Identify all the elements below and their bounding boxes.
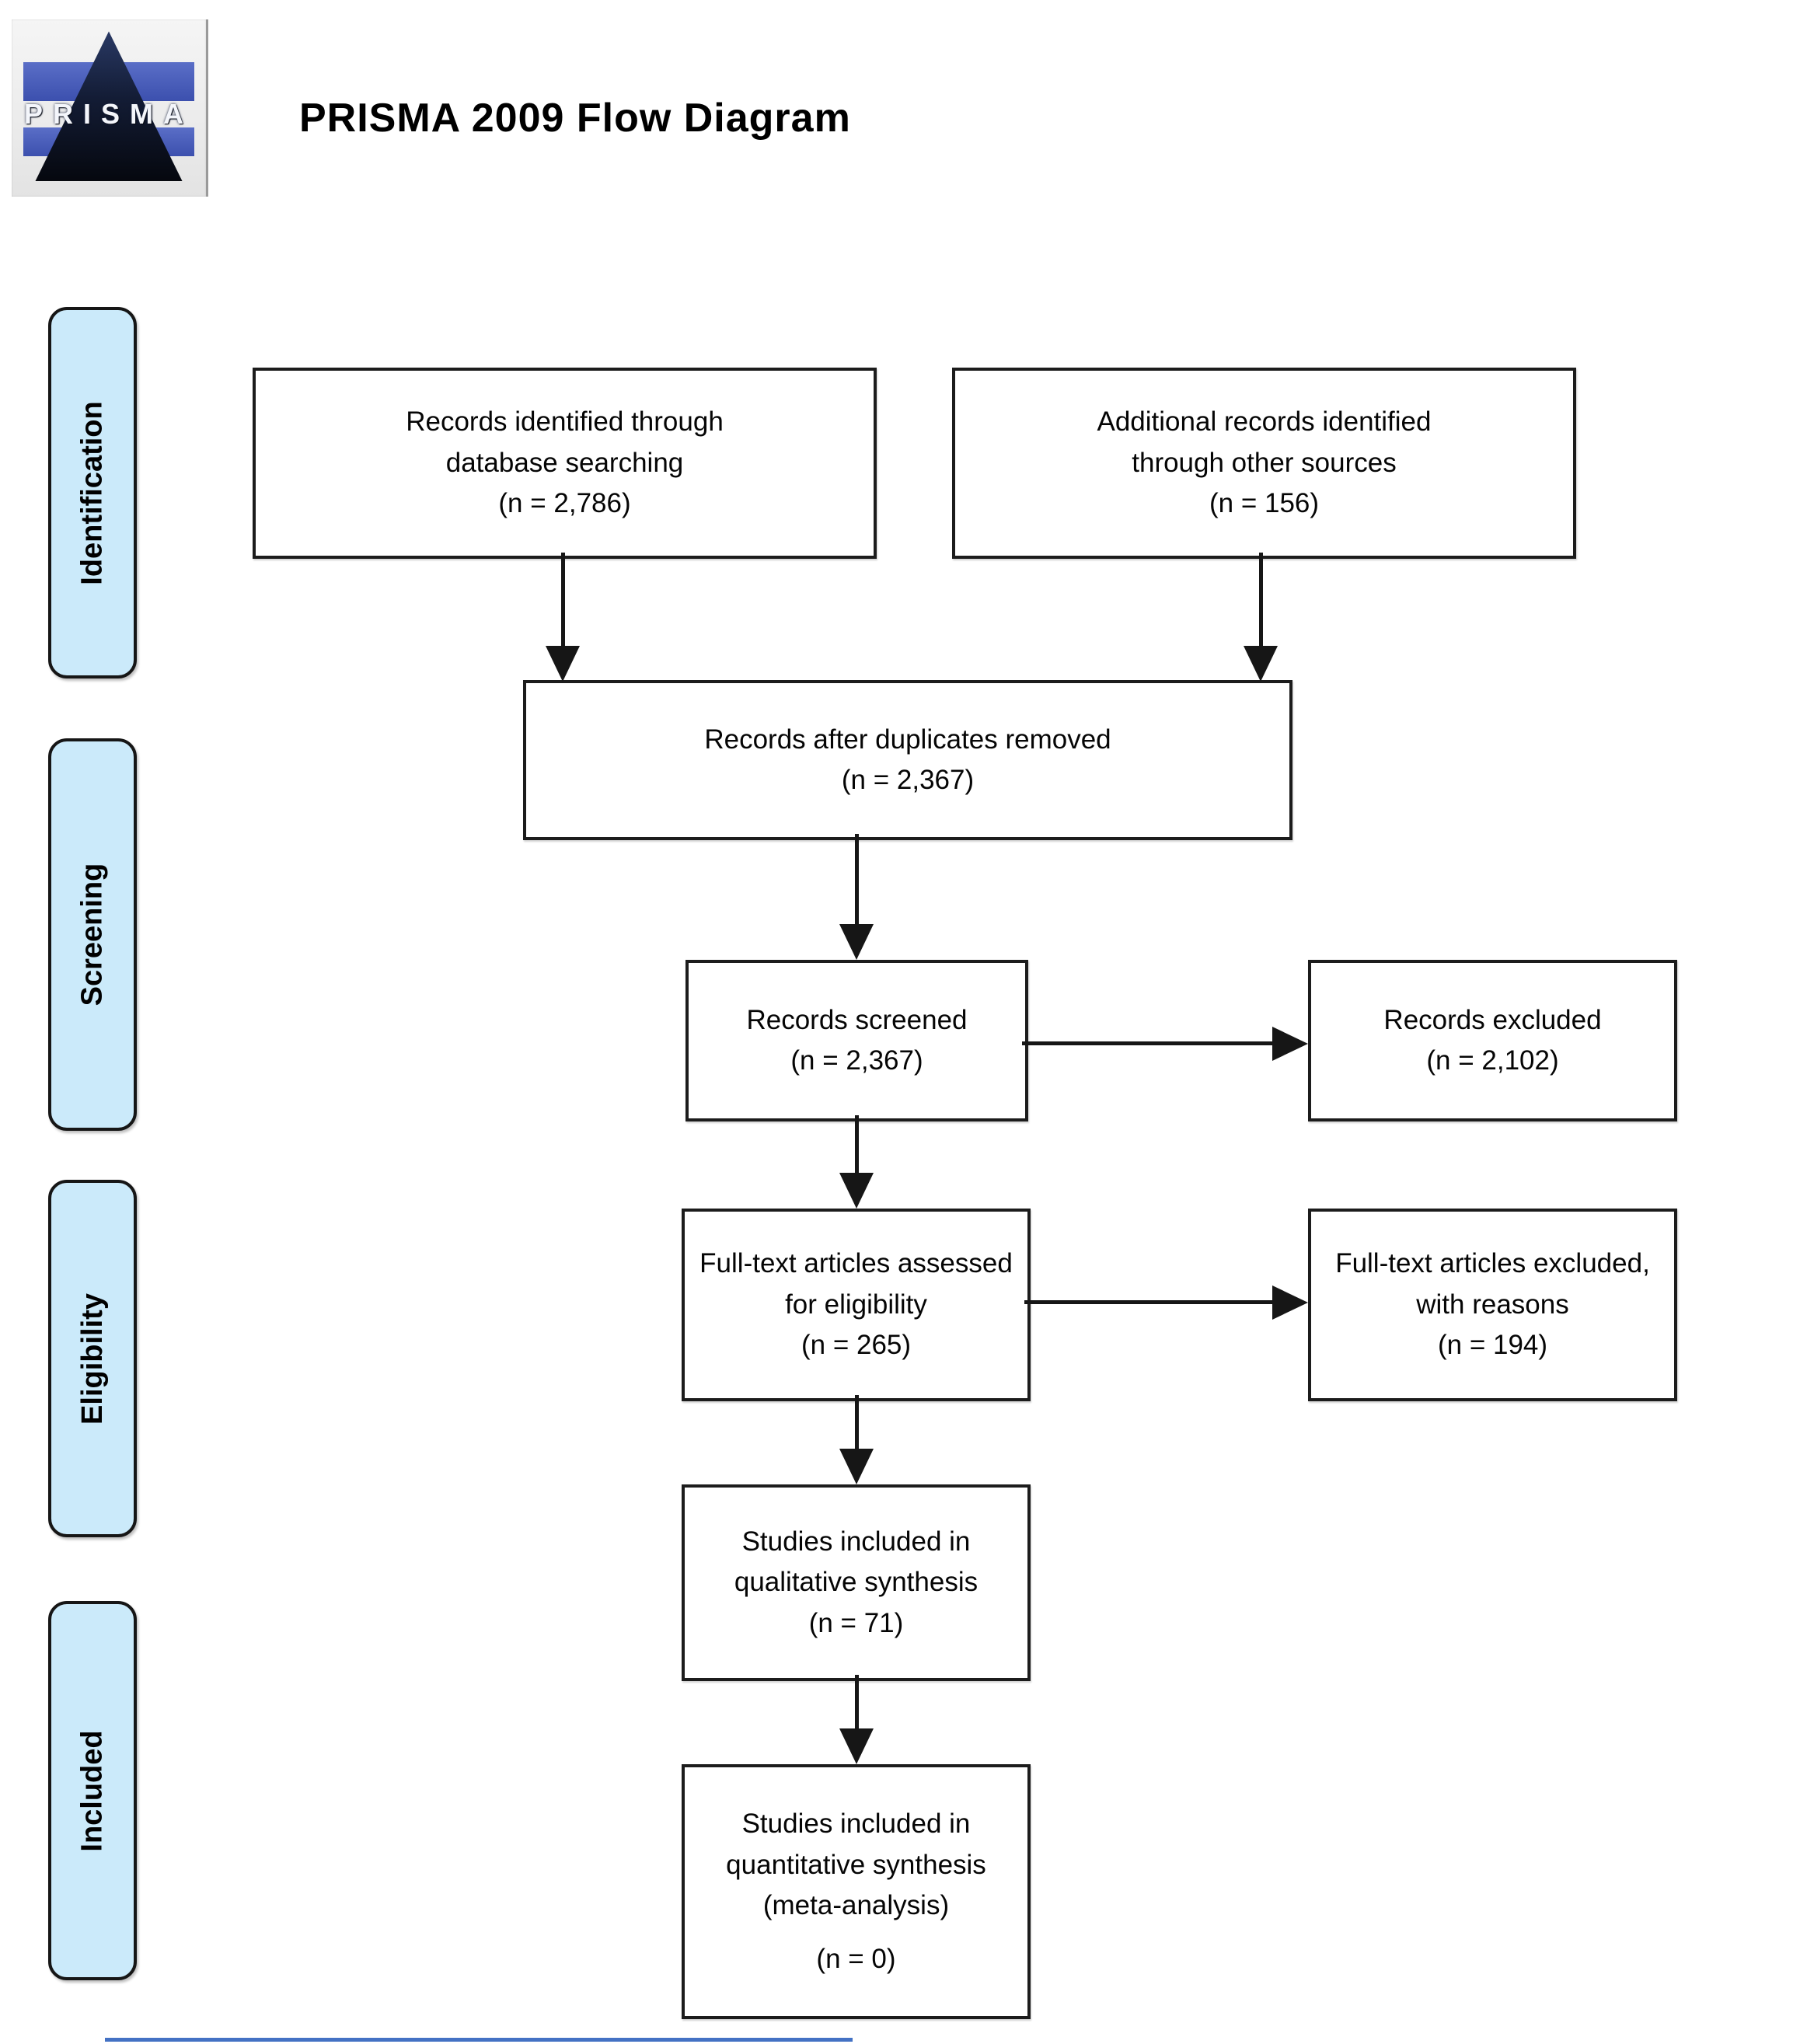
box-included-quantitative-n: (n = 0) <box>816 1943 896 1974</box>
page-title: PRISMA 2009 Flow Diagram <box>299 96 851 141</box>
box-records-excluded: Records excluded (n = 2,102) <box>1308 960 1677 1121</box>
arrow-screened-to-excluded-head <box>1272 1027 1308 1061</box>
arrow-db-to-duplicates-head <box>546 646 580 682</box>
box-additional-records: Additional records identified through ot… <box>952 368 1576 559</box>
arrow-other-to-duplicates-head <box>1244 646 1278 682</box>
arrow-fulltext-to-qualitative-line <box>855 1395 859 1451</box>
box-duplicates-removed: Records after duplicates removed (n = 2,… <box>523 680 1292 840</box>
box-records-screened-n: (n = 2,367) <box>790 1045 923 1076</box>
arrow-qualitative-to-quantitative-head <box>839 1728 874 1764</box>
box-included-quantitative-label: Studies included in quantitative synthes… <box>726 1809 986 1920</box>
box-records-screened-label: Records screened <box>746 1004 968 1035</box>
box-included-qualitative-label: Studies included in qualitative synthesi… <box>734 1526 979 1598</box>
box-records-excluded-n: (n = 2,102) <box>1426 1045 1559 1076</box>
arrow-screened-to-fulltext-line <box>855 1115 859 1176</box>
stage-screening-label: Screening <box>75 863 109 1006</box>
box-additional-records-n: (n = 156) <box>1209 488 1320 519</box>
stage-identification: Identification <box>48 307 137 678</box>
stage-included-label: Included <box>75 1729 109 1852</box>
stage-eligibility-label: Eligibility <box>75 1292 109 1425</box>
box-duplicates-removed-label: Records after duplicates removed <box>704 724 1111 755</box>
stage-identification-label: Identification <box>75 400 109 585</box>
arrow-qualitative-to-quantitative-line <box>855 1675 859 1731</box>
box-records-excluded-label: Records excluded <box>1383 1004 1602 1035</box>
box-fulltext-excluded-n: (n = 194) <box>1437 1330 1548 1361</box>
arrow-duplicates-to-screened-line <box>855 834 859 927</box>
box-records-identified-database-label: Records identified through database sear… <box>406 406 724 478</box>
stage-included: Included <box>48 1601 137 1980</box>
arrow-duplicates-to-screened-head <box>839 924 874 960</box>
box-included-quantitative: Studies included in quantitative synthes… <box>682 1764 1031 2019</box>
arrow-other-to-duplicates-line <box>1259 553 1263 647</box>
box-included-qualitative-n: (n = 71) <box>808 1607 904 1638</box>
logo-wordmark: PRISMA <box>23 98 194 131</box>
box-additional-records-label: Additional records identified through ot… <box>1097 406 1432 478</box>
box-included-qualitative: Studies included in qualitative synthesi… <box>682 1484 1031 1681</box>
bottom-accent-line <box>105 2038 853 2042</box>
box-fulltext-assessed: Full-text articles assessed for eligibil… <box>682 1209 1031 1401</box>
box-fulltext-assessed-label: Full-text articles assessed for eligibil… <box>699 1248 1013 1320</box>
box-fulltext-assessed-n: (n = 265) <box>801 1330 912 1361</box>
arrow-screened-to-fulltext-head <box>839 1173 874 1209</box>
stage-eligibility: Eligibility <box>48 1180 137 1537</box>
stage-screening: Screening <box>48 738 137 1131</box>
box-records-screened: Records screened (n = 2,367) <box>685 960 1028 1121</box>
arrow-fulltext-to-excluded-line <box>1024 1300 1275 1304</box>
arrow-fulltext-to-excluded-head <box>1272 1285 1308 1320</box>
arrow-db-to-duplicates-line <box>561 553 565 647</box>
arrow-fulltext-to-qualitative-head <box>839 1449 874 1484</box>
box-fulltext-excluded-label: Full-text articles excluded, with reason… <box>1335 1248 1650 1320</box>
arrow-screened-to-excluded-line <box>1022 1041 1275 1045</box>
box-records-identified-database-n: (n = 2,786) <box>498 488 631 519</box>
box-duplicates-removed-n: (n = 2,367) <box>841 765 975 795</box>
box-records-identified-database: Records identified through database sear… <box>253 368 877 559</box>
box-fulltext-excluded: Full-text articles excluded, with reason… <box>1308 1209 1677 1401</box>
prisma-logo: PRISMA <box>12 19 208 197</box>
